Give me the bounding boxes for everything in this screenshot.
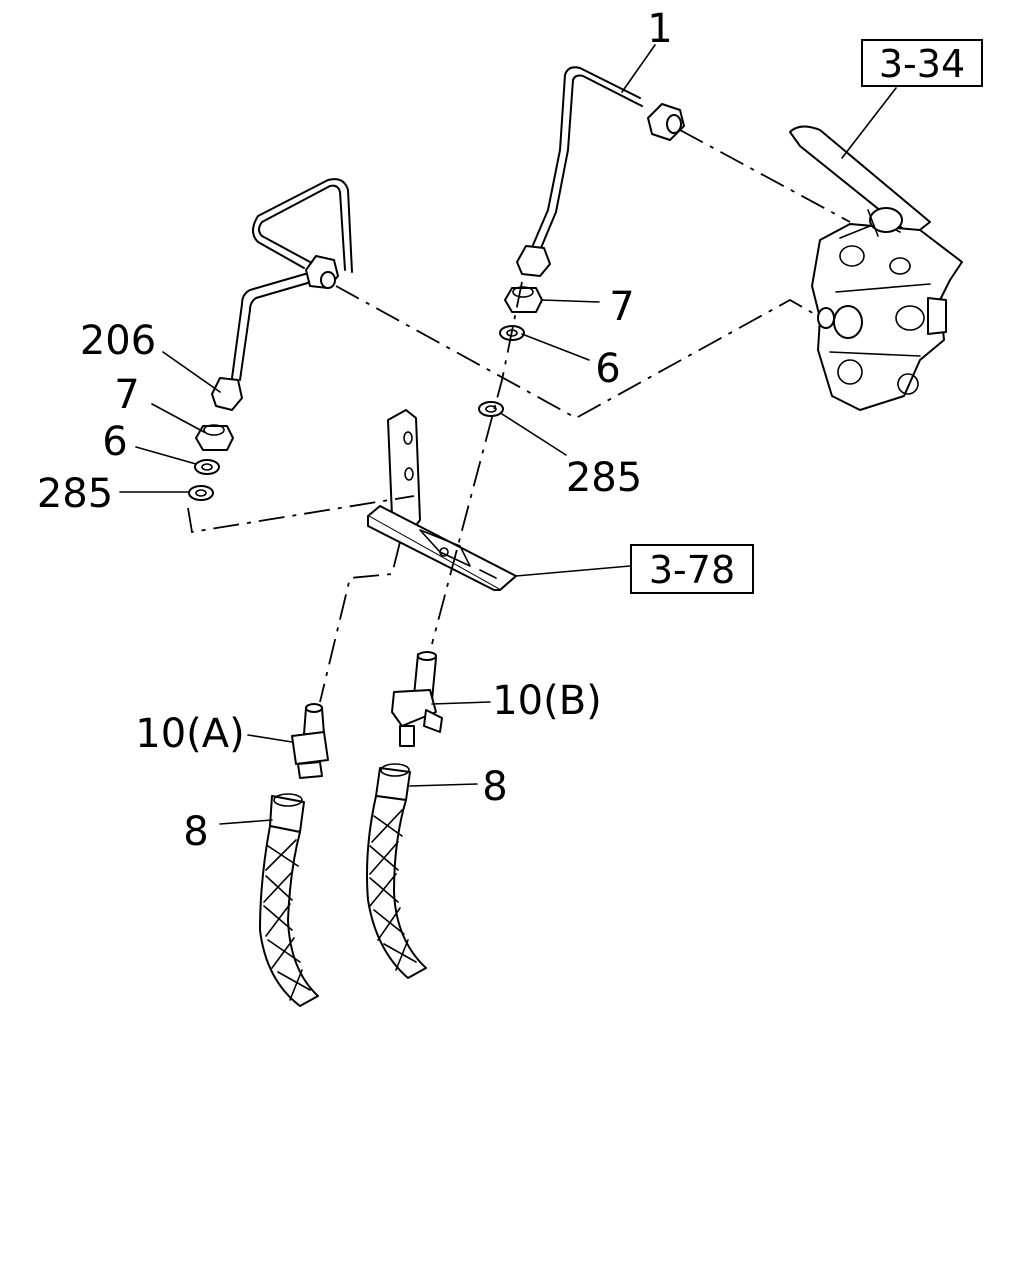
callout-6-right: 6	[595, 346, 620, 392]
callout-285-left: 285	[37, 471, 113, 517]
callout-10a: 10(A)	[135, 711, 244, 757]
callout-6-left: 6	[102, 419, 127, 465]
ref-3-78[interactable]: 3-78	[630, 544, 754, 594]
callout-10b: 10(B)	[492, 678, 602, 724]
washer-285-left	[188, 485, 214, 501]
washer-6-left	[194, 459, 220, 475]
fitting-10a	[291, 703, 329, 779]
washer-285-right	[478, 401, 504, 417]
fuel-pipe-1	[516, 66, 685, 277]
assembly-lines	[187, 129, 851, 703]
fitting-10b	[391, 651, 443, 747]
fuel-pump-assembly	[789, 125, 963, 411]
callout-7-right: 7	[609, 284, 634, 330]
callout-1: 1	[647, 6, 672, 52]
hose-8-right	[366, 763, 427, 979]
callout-7-left: 7	[114, 372, 139, 418]
ref-3-78-label: 3-78	[649, 548, 735, 592]
callout-206: 206	[80, 318, 156, 364]
ref-3-34-label: 3-34	[879, 42, 965, 86]
callout-labels: 1 206 7 6 285 7 6 285 10(B) 10(A) 8 8	[37, 6, 673, 855]
callout-8-right: 8	[482, 764, 507, 810]
callout-8-left: 8	[183, 809, 208, 855]
bracket	[367, 409, 517, 591]
nut-7-left	[195, 424, 234, 451]
nut-7-right	[504, 286, 543, 313]
fuel-pipe-206	[211, 178, 353, 411]
ref-3-34[interactable]: 3-34	[861, 39, 983, 87]
hose-8-left	[259, 793, 319, 1007]
leader-lines	[119, 44, 897, 825]
callout-285-right: 285	[566, 455, 642, 501]
